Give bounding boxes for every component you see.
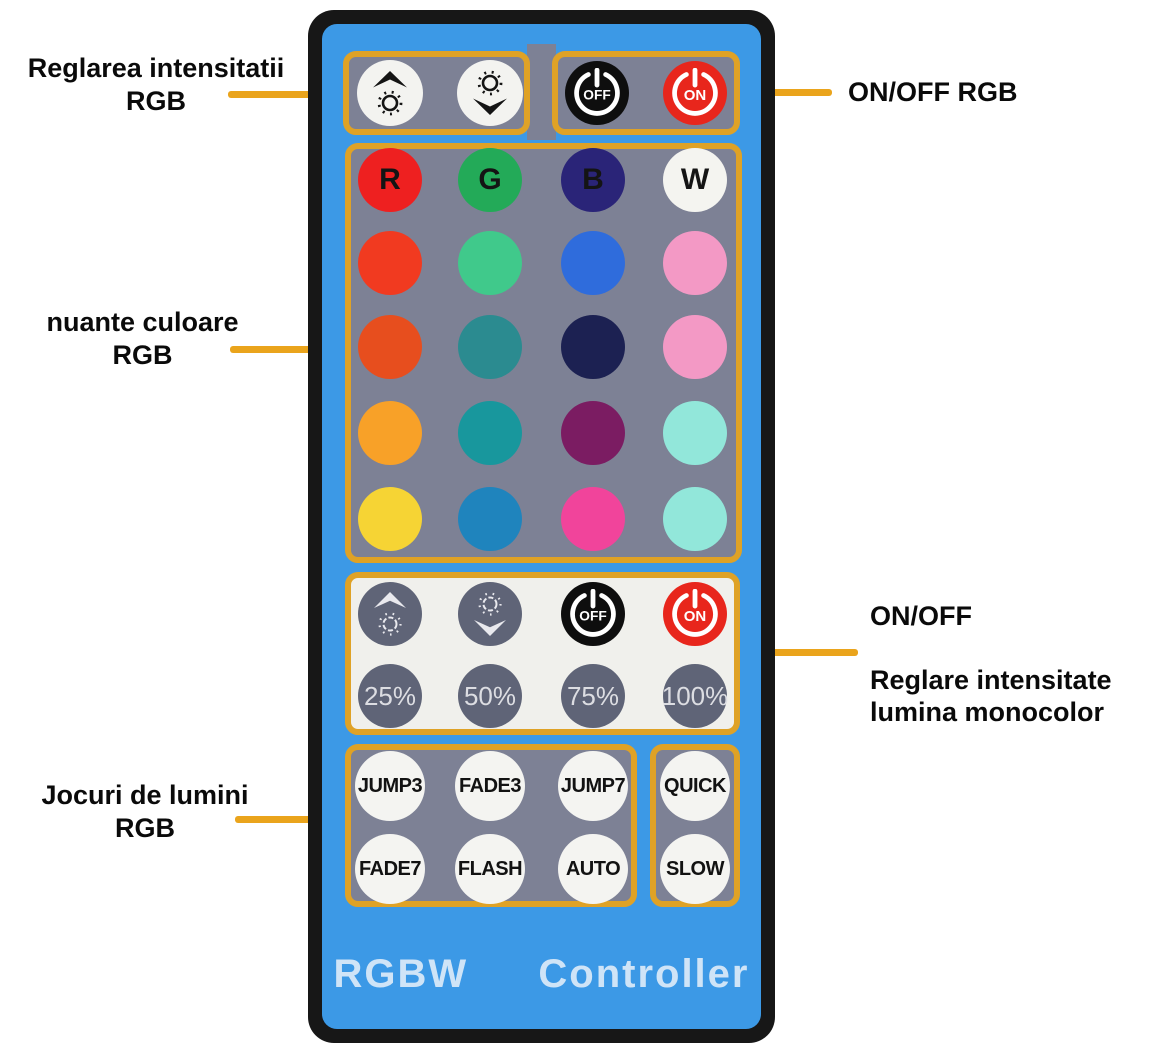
- annotation-line: Jocuri de lumini: [41, 780, 249, 810]
- color-button[interactable]: [663, 315, 727, 379]
- mode-quick-button[interactable]: QUICK: [660, 751, 730, 821]
- mono-100-button[interactable]: 100%: [662, 664, 728, 728]
- rgb-on-button[interactable]: ON: [663, 61, 727, 125]
- mode-group-left: JUMP3 FADE3 JUMP7 FADE7 FLASH AUTO: [345, 744, 637, 907]
- mono-on-button[interactable]: ON: [663, 582, 727, 646]
- leader-line-modes: [235, 816, 352, 823]
- color-button[interactable]: [458, 231, 522, 295]
- color-button[interactable]: [663, 487, 727, 551]
- color-button[interactable]: [458, 315, 522, 379]
- leader-line-onoff-rgb: [740, 89, 832, 96]
- mode-auto-button[interactable]: AUTO: [558, 834, 628, 904]
- rgb-off-button[interactable]: OFF: [565, 61, 629, 125]
- color-button[interactable]: [561, 315, 625, 379]
- mono-25-button[interactable]: 25%: [358, 664, 422, 728]
- leader-line-mono: [740, 649, 858, 656]
- color-button[interactable]: [358, 487, 422, 551]
- color-button[interactable]: [663, 401, 727, 465]
- top-gap-strip: [527, 44, 556, 140]
- mono-control-group: OFF ON 25% 50% 75% 100%: [345, 572, 740, 735]
- brightness-down-icon: [473, 70, 507, 115]
- leader-line-rgb-intensity: [228, 91, 350, 98]
- svg-text:OFF: OFF: [579, 609, 606, 624]
- power-on-icon: ON: [672, 68, 718, 116]
- mono-brightness-down-button[interactable]: [458, 582, 522, 646]
- annotation-line: lumina monocolor: [870, 697, 1105, 727]
- rgb-brightness-up-button[interactable]: [357, 60, 423, 126]
- color-button[interactable]: [358, 401, 422, 465]
- annotation-onoff: ON/OFF: [870, 601, 972, 631]
- annotation-line: RGB: [112, 340, 173, 370]
- mono-brightness-up-button[interactable]: [358, 582, 422, 646]
- color-button-w[interactable]: W: [663, 148, 727, 212]
- mono-off-button[interactable]: OFF: [561, 582, 625, 646]
- annotation-onoff-rgb: ON/OFF RGB: [848, 77, 1018, 107]
- mono-50-button[interactable]: 50%: [458, 664, 522, 728]
- color-button-r[interactable]: R: [358, 148, 422, 212]
- annotation-light-modes: Jocuri de lumini RGB: [20, 779, 270, 845]
- svg-text:OFF: OFF: [583, 88, 610, 103]
- mode-flash-button[interactable]: FLASH: [455, 834, 525, 904]
- svg-text:ON: ON: [684, 87, 706, 104]
- mode-fade3-button[interactable]: FADE3: [455, 751, 525, 821]
- annotation-line: nuante culoare: [46, 307, 239, 337]
- color-button-g[interactable]: G: [458, 148, 522, 212]
- brightness-up-icon: [373, 71, 407, 116]
- svg-text:ON: ON: [684, 608, 706, 625]
- rgb-brightness-group: [343, 51, 530, 135]
- color-button[interactable]: [358, 315, 422, 379]
- color-button[interactable]: [358, 231, 422, 295]
- rgb-brightness-down-button[interactable]: [457, 60, 523, 126]
- leader-line-color-shades: [230, 346, 354, 353]
- power-on-icon: ON: [672, 589, 718, 637]
- annotation-color-shades: nuante culoare RGB: [15, 306, 270, 372]
- color-button[interactable]: [458, 487, 522, 551]
- annotation-line: RGB: [115, 813, 175, 843]
- brightness-up-icon: [374, 592, 406, 636]
- color-button-b[interactable]: B: [561, 148, 625, 212]
- mode-group-right: QUICK SLOW: [650, 744, 740, 907]
- annotation-line: Reglarea intensitatii: [27, 53, 285, 83]
- color-button[interactable]: [561, 231, 625, 295]
- brand-title: RGBW Controller: [333, 952, 750, 996]
- color-button[interactable]: [663, 231, 727, 295]
- power-off-icon: OFF: [570, 589, 616, 637]
- mode-slow-button[interactable]: SLOW: [660, 834, 730, 904]
- mono-75-button[interactable]: 75%: [561, 664, 625, 728]
- mode-jump7-button[interactable]: JUMP7: [558, 751, 628, 821]
- color-button[interactable]: [561, 487, 625, 551]
- mode-fade7-button[interactable]: FADE7: [355, 834, 425, 904]
- color-button[interactable]: [458, 401, 522, 465]
- rgb-power-group: OFF ON: [552, 51, 740, 135]
- annotation-mono-intensity: Reglare intensitate lumina monocolor: [870, 664, 1112, 728]
- brightness-down-icon: [474, 592, 506, 636]
- annotation-line: Reglare intensitate: [870, 665, 1112, 695]
- color-button[interactable]: [561, 401, 625, 465]
- mode-jump3-button[interactable]: JUMP3: [355, 751, 425, 821]
- annotation-line: RGB: [126, 86, 186, 116]
- annotation-rgb-intensity: Reglarea intensitatii RGB: [10, 52, 302, 118]
- power-off-icon: OFF: [574, 68, 620, 116]
